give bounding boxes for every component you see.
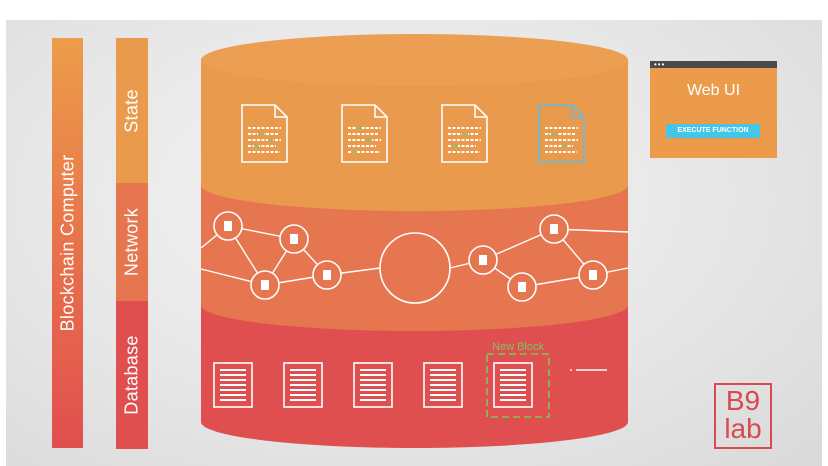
state-document-1: [241, 104, 288, 163]
network-central-node: [379, 232, 451, 304]
logo-line-1: B9: [725, 385, 761, 416]
state-layer-bar: State: [116, 38, 148, 183]
database-layer-bar: Database: [116, 301, 148, 449]
new-block-label: New Block: [492, 341, 544, 353]
database-layer: [201, 305, 628, 449]
database-blocks: [213, 362, 533, 408]
web-ui-window: ••• Web UI EXECUTE FUNCTION: [650, 61, 777, 158]
b9lab-logo: B9 lab: [714, 383, 772, 449]
logo-line-2: lab: [724, 413, 762, 444]
state-layer: [201, 60, 628, 212]
database-block-lines: [220, 369, 526, 401]
execute-function-button[interactable]: EXECUTE FUNCTION: [666, 124, 760, 138]
layered-cylinder: New Block: [200, 34, 629, 449]
state-document-3: [441, 104, 488, 163]
diagram-canvas: Blockchain Computer State Network Databa…: [6, 20, 822, 466]
cylinder-top: [201, 34, 628, 86]
network-nodes: [213, 211, 608, 302]
state-document-2: [341, 104, 388, 163]
blockchain-computer-bar: Blockchain Computer: [52, 38, 83, 448]
new-block-outline: [486, 353, 550, 418]
window-controls: •••: [654, 60, 666, 69]
network-layer-bar: Network: [116, 183, 148, 301]
state-document-4-highlighted: [538, 104, 585, 163]
web-ui-title: Web UI: [686, 82, 741, 99]
network-node-blocks: [224, 221, 597, 292]
